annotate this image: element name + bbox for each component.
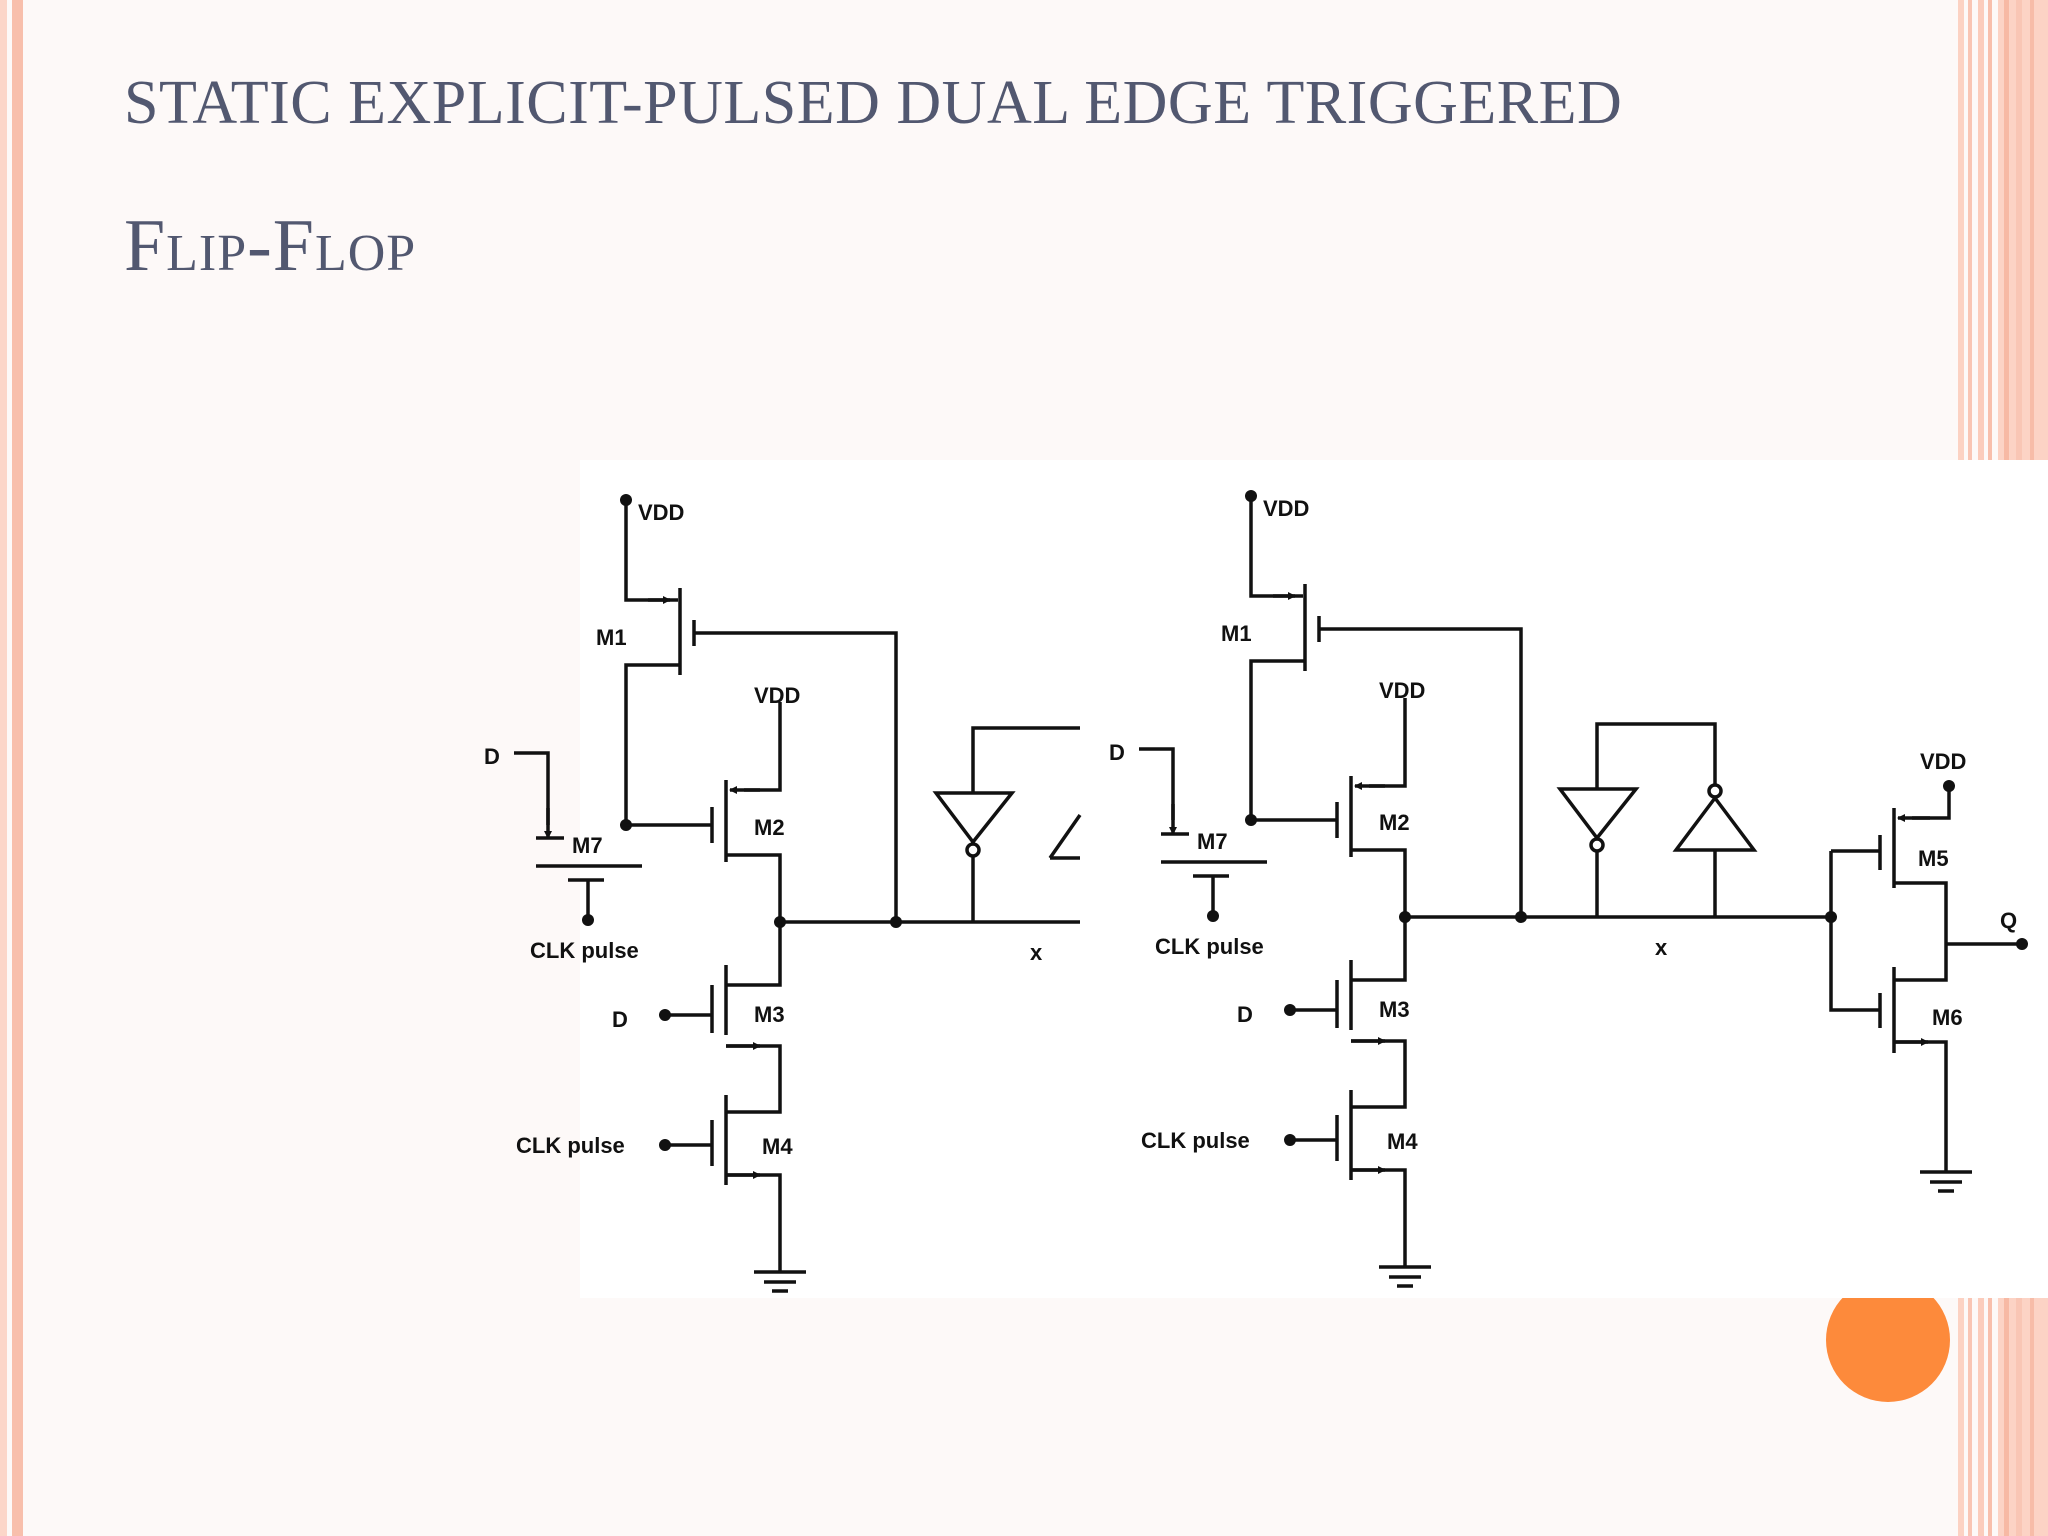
keeper-loop-wire: [1595, 722, 1717, 789]
m3-drain-wire: [726, 922, 782, 987]
inverter-bubble: [965, 842, 981, 858]
label-m6: M6: [1932, 1005, 1963, 1030]
label-m3: M3: [754, 1002, 785, 1027]
label-vdd-m2: VDD: [754, 683, 800, 708]
right-circuit: [1139, 490, 2028, 1288]
label-m5: M5: [1918, 846, 1949, 871]
node-junction-2: [890, 916, 902, 928]
m3-d-terminal: [659, 1009, 671, 1021]
label-vdd-out: VDD: [1920, 749, 1966, 774]
label-m4: M4: [1387, 1129, 1418, 1154]
left-circuit-labels: VDD M1 VDD D M7 M2 CLK pulse x D M3 CLK …: [484, 500, 1043, 1159]
label-q: Q: [2000, 908, 2017, 933]
label-vdd-top: VDD: [1263, 496, 1309, 521]
m7-clk-terminal: [1207, 910, 1219, 922]
label-clk-pulse-m4: CLK pulse: [516, 1133, 625, 1158]
output-ground-icon: [1920, 1170, 1972, 1193]
output-vdd-terminal: [1943, 780, 1955, 792]
m4-to-ground-wire: [726, 1173, 782, 1272]
label-d-m7: D: [484, 744, 500, 769]
label-m3: M3: [1379, 997, 1410, 1022]
d-to-m7-wire: [514, 751, 550, 825]
left-circuit: [514, 494, 1082, 1293]
label-m7: M7: [572, 833, 603, 858]
label-d-m3: D: [612, 1007, 628, 1032]
m4-to-ground-wire: [1351, 1168, 1407, 1267]
label-vdd-top: VDD: [638, 500, 684, 525]
inverter2-triangle: [1672, 795, 1758, 852]
node-junction-2: [1515, 911, 1527, 923]
label-m7: M7: [1197, 829, 1228, 854]
accent-circle: [1826, 1278, 1950, 1402]
m7-clk-terminal: [582, 914, 594, 926]
inverter1-triangle: [1556, 787, 1640, 841]
label-node-x: x: [1030, 940, 1043, 965]
m4-clk-terminal: [659, 1139, 671, 1151]
output-gate-wire: [1829, 851, 1880, 1012]
label-m2: M2: [1379, 810, 1410, 835]
slide-title-line-2: Flip-Flop: [124, 205, 417, 287]
right-circuit-labels: VDD M1 VDD D M7 M2 CLK pulse x D M3 CLK …: [1109, 496, 2017, 1154]
label-m1: M1: [596, 625, 627, 650]
m1-gate-feedback-wire: [694, 631, 898, 922]
m7-gate: [568, 878, 604, 918]
m4-clk-terminal: [1284, 1134, 1296, 1146]
m7-gate: [1193, 874, 1229, 914]
inverter1-bubble: [1589, 837, 1605, 853]
m2-source-wire: [744, 702, 782, 792]
m2-drain-wire: [726, 853, 782, 922]
label-vdd-m2: VDD: [1379, 678, 1425, 703]
inverter-input-wire: [971, 726, 1080, 793]
cut-off-inverter: [1048, 813, 1082, 860]
m3-drain-wire: [1351, 917, 1407, 982]
label-clk-pulse-m4: CLK pulse: [1141, 1128, 1250, 1153]
slide-title-line-1: STATIC EXPLICIT-PULSED DUAL EDGE TRIGGER…: [124, 69, 1623, 137]
label-node-x: x: [1655, 935, 1668, 960]
m6-to-ground-wire: [1894, 1040, 1948, 1172]
label-clk-pulse-m7: CLK pulse: [530, 938, 639, 963]
m3-d-terminal: [1284, 1004, 1296, 1016]
m2-source-wire: [1369, 698, 1407, 788]
m1-drain-wire: [624, 663, 680, 825]
left-border-stripes: [0, 0, 23, 1536]
ground-icon: [754, 1270, 806, 1293]
label-m1: M1: [1221, 621, 1252, 646]
label-clk-pulse-m7: CLK pulse: [1155, 934, 1264, 959]
m3-m4-wire: [1351, 1039, 1407, 1109]
diagram-background: [580, 460, 2048, 1298]
m2-drain-wire: [1351, 848, 1407, 917]
label-d-m3: D: [1237, 1002, 1253, 1027]
label-m2: M2: [754, 815, 785, 840]
label-m4: M4: [762, 1134, 793, 1159]
m3-m4-wire: [726, 1044, 782, 1114]
m1-drain-wire: [1249, 659, 1305, 820]
m5-source-wire: [1912, 785, 1951, 820]
inverter-triangle: [932, 791, 1016, 845]
label-d-m7: D: [1109, 740, 1125, 765]
output-drain-wire: [1894, 881, 1948, 982]
d-to-m7-wire: [1139, 747, 1175, 820]
ground-icon: [1379, 1265, 1431, 1288]
m1-gate-feedback-wire: [1319, 627, 1523, 917]
q-output-terminal: [2016, 938, 2028, 950]
